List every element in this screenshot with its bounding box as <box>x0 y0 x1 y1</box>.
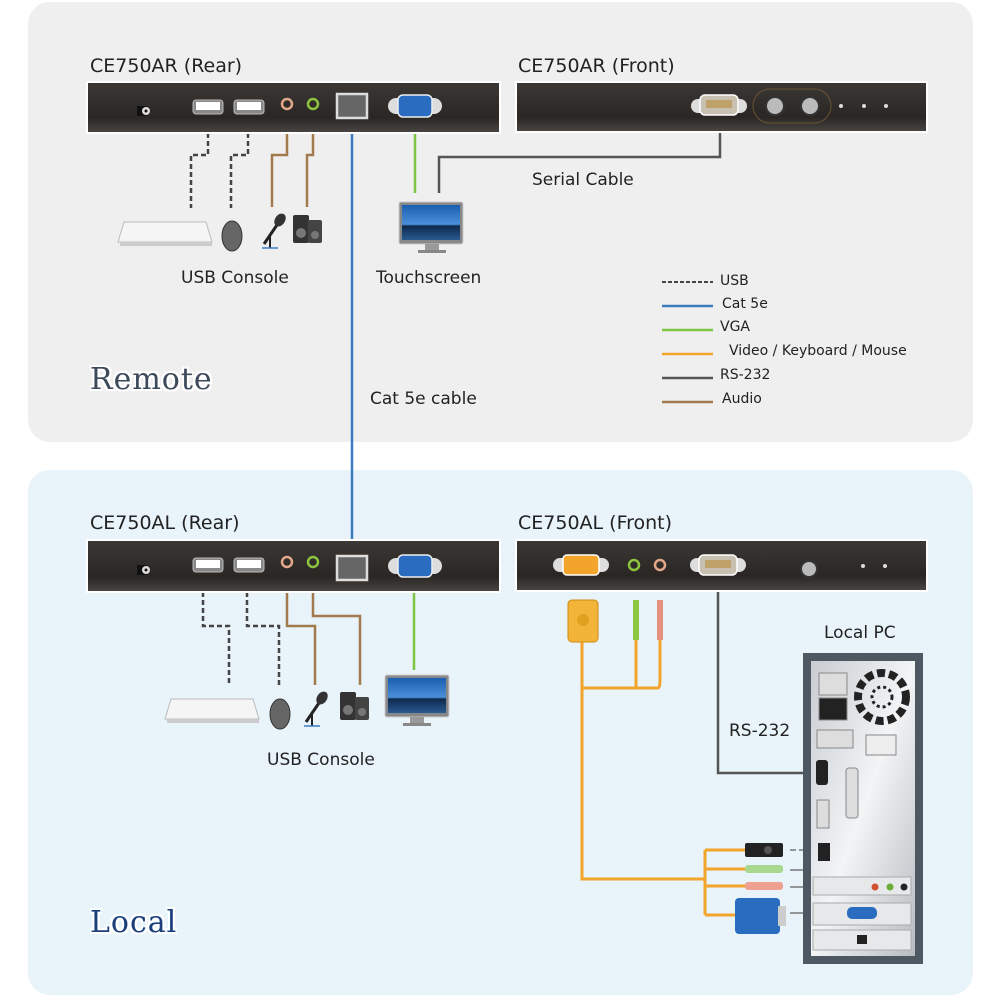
kvm-port-icon <box>553 554 609 576</box>
local-zone-label: Local <box>90 905 178 940</box>
keyboard-icon <box>164 698 260 723</box>
rj45-port-icon <box>335 92 369 120</box>
remote-rear-title: CE750AR (Rear) <box>90 55 243 77</box>
local-pc-icon <box>803 653 923 964</box>
local-cables <box>201 582 890 917</box>
led-icon <box>839 104 843 108</box>
microphone-icon <box>262 213 286 249</box>
monitor-icon <box>384 674 450 726</box>
vga-onboard-port-icon <box>816 799 830 829</box>
usb-ports-pc-icon <box>818 843 830 861</box>
rs232-label: RS-232 <box>729 721 791 741</box>
mic-jack-icon <box>280 555 294 569</box>
device-ce750ar-front <box>515 81 928 133</box>
power-socket-icon <box>818 697 848 721</box>
remote-cables <box>189 123 722 208</box>
rs232-cable-pc <box>716 585 815 775</box>
legend-item-audio: Audio <box>722 391 762 407</box>
serial-cable-label: Serial Cable <box>532 170 634 190</box>
led-icon <box>862 104 866 108</box>
kvm-cable <box>580 640 705 881</box>
button-icon <box>765 96 785 116</box>
serial-cable <box>437 130 722 193</box>
led-icon <box>884 104 888 108</box>
mic-jack-pc-icon <box>871 883 879 891</box>
keyboard-icon <box>117 221 213 246</box>
serial-port-pc-icon <box>816 760 828 785</box>
network-port-icon <box>857 935 867 944</box>
green-audio-plug-icon <box>633 600 639 640</box>
speaker-jack-icon <box>627 558 641 572</box>
touchscreen-label: Touchscreen <box>376 268 482 288</box>
legend-item-video-keyboard-mouse: Video / Keyboard / Mouse <box>729 343 907 359</box>
usb-cable-keyboard-remote <box>189 133 210 208</box>
rj45-port-icon <box>335 554 369 582</box>
vga-port-icon <box>388 554 442 578</box>
device-ce750al-front <box>515 539 928 592</box>
pink-audio-plug-icon <box>657 600 663 640</box>
mouse-icon <box>221 220 243 252</box>
cat5e-cable-label: Cat 5e cable <box>370 389 477 409</box>
rs232-port-icon <box>691 94 747 116</box>
usb-plug-icon <box>745 843 783 857</box>
usb-cable-mouse-local <box>245 592 281 685</box>
pink-audio-plug-icon <box>745 882 783 890</box>
remote-usb-console-label: USB Console <box>181 268 289 288</box>
legend-swatches <box>662 281 713 404</box>
vga-plug-icon <box>735 898 786 934</box>
ps2-ports-icon <box>816 729 854 749</box>
audio-cable-mic-remote <box>270 123 289 207</box>
audio-cable-mic-local <box>285 582 317 685</box>
usb-cable-mouse-remote <box>229 133 250 208</box>
legend-item-rs232: RS-232 <box>720 367 771 383</box>
mouse-icon <box>269 698 291 730</box>
button-icon <box>800 560 818 578</box>
line-out-jack-pc-icon <box>886 883 894 891</box>
rs232-port-icon <box>690 554 746 576</box>
led-icon <box>861 564 865 568</box>
touchscreen-icon <box>398 201 464 253</box>
usb-cable-keyboard-local <box>201 592 231 685</box>
green-audio-plug-icon <box>745 865 783 873</box>
vga-card-port-icon <box>847 907 877 919</box>
speaker-jack-icon <box>306 97 320 111</box>
microphone-icon <box>304 691 328 727</box>
local-usb-console-label: USB Console <box>267 750 375 770</box>
audio-cable-speaker-local <box>311 582 362 685</box>
legend-item-cat5e: Cat 5e <box>722 296 768 312</box>
remote-front-title: CE750AR (Front) <box>518 55 675 77</box>
fan-icon <box>854 669 910 725</box>
parallel-port-icon <box>845 767 859 819</box>
led-icon <box>883 564 887 568</box>
device-ce750ar-rear <box>86 81 501 134</box>
audio-cable-speaker-remote <box>305 123 315 207</box>
legend-item-vga: VGA <box>720 319 751 335</box>
mic-jack-icon <box>280 97 294 111</box>
speaker-jack-icon <box>306 555 320 569</box>
power-socket-icon <box>818 672 848 696</box>
speakers-icon <box>293 215 322 243</box>
kvm-cable-vga-plug-icon <box>567 599 599 643</box>
local-rear-title: CE750AL (Rear) <box>90 512 240 534</box>
line-in-jack-pc-icon <box>900 883 908 891</box>
button-icon <box>800 96 820 116</box>
legend-item-usb: USB <box>720 273 749 289</box>
local-front-title: CE750AL (Front) <box>518 512 673 534</box>
mic-jack-icon <box>653 558 667 572</box>
device-ce750al-rear <box>86 539 501 593</box>
local-pc-label: Local PC <box>824 623 896 643</box>
speakers-icon <box>340 692 369 720</box>
power-switch-icon <box>865 734 897 756</box>
remote-zone-label: Remote <box>90 362 213 397</box>
vga-port-icon <box>388 94 442 118</box>
